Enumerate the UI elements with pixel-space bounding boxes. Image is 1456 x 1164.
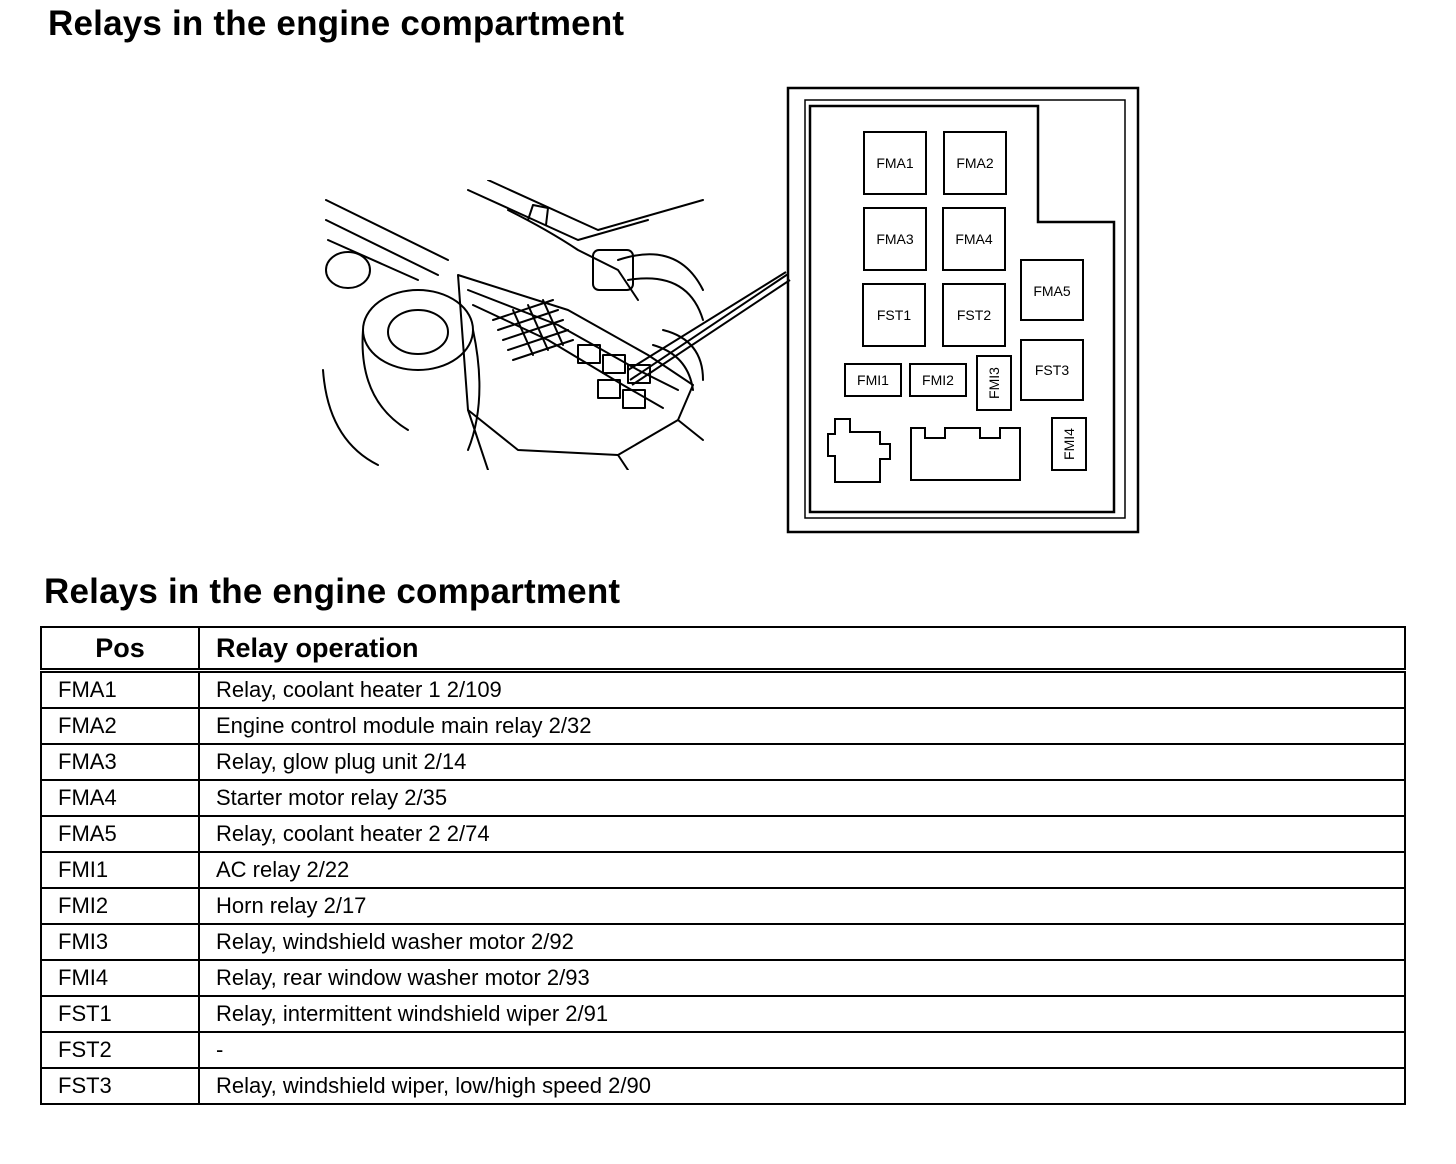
column-header-operation: Relay operation [198,626,1406,673]
slot-label-fma5: FMA5 [1033,283,1071,299]
page-title: Relays in the engine compartment [48,4,625,43]
slot-label-fst1: FST1 [877,307,911,323]
slot-label-fmi4: FMI4 [1061,428,1077,460]
slot-label-fmi2: FMI2 [922,372,954,388]
slot-fst2 [942,283,1006,347]
slot-fmi2 [909,363,967,397]
slot-fmi3 [976,355,1012,411]
slot-fma2 [943,131,1007,195]
slot-fst3 [1020,339,1084,401]
cell-operation: Relay, glow plug unit 2/14 [198,743,1406,781]
slot-fma1 [863,131,927,195]
cell-pos: FMA3 [40,743,200,781]
cell-operation: Starter motor relay 2/35 [198,779,1406,817]
slot-label-fma2: FMA2 [956,155,994,171]
cell-operation: Relay, coolant heater 2 2/74 [198,815,1406,853]
slot-label-fmi1: FMI1 [857,372,889,388]
cell-operation: Relay, windshield washer motor 2/92 [198,923,1406,961]
slot-fma3 [863,207,927,271]
slot-fmi4 [1051,417,1087,471]
table-header-row: Pos Relay operation [40,626,1406,673]
relay-box-diagram: FMA1 FMA2 FMA3 FMA4 FMA5 FST1 FST2 FST3 … [786,86,1140,534]
cell-pos: FMI3 [40,923,200,961]
cell-pos: FMA4 [40,779,200,817]
slot-fst1 [862,283,926,347]
slot-label-fst3: FST3 [1035,362,1069,378]
cell-pos: FST3 [40,1067,200,1105]
cell-operation: Relay, intermittent windshield wiper 2/9… [198,995,1406,1033]
cell-pos: FMI4 [40,959,200,997]
cell-pos: FMI2 [40,887,200,925]
cell-pos: FST1 [40,995,200,1033]
slot-label-fma1: FMA1 [876,155,914,171]
slot-fmi1 [844,363,902,397]
table-row: FST2- [40,1031,1406,1069]
cell-pos: FMA5 [40,815,200,853]
relay-box-outer-frame [786,86,1140,534]
cell-pos: FMA2 [40,707,200,745]
section-title: Relays in the engine compartment [44,572,621,611]
column-header-pos: Pos [40,626,200,673]
slot-label-fma3: FMA3 [876,231,914,247]
cell-pos: FMA1 [40,669,200,709]
cell-operation: Engine control module main relay 2/32 [198,707,1406,745]
slot-label-fst2: FST2 [957,307,991,323]
slot-label-fmi3: FMI3 [986,367,1002,399]
cell-pos: FST2 [40,1031,200,1069]
cell-operation: - [198,1031,1406,1069]
connector-blocks [827,418,1021,483]
cell-operation: Horn relay 2/17 [198,887,1406,925]
slot-fma5 [1020,259,1084,321]
cell-operation: Relay, windshield wiper, low/high speed … [198,1067,1406,1105]
slot-label-fma4: FMA4 [955,231,993,247]
relay-box-inner-outline [808,104,1116,514]
slot-fma4 [942,207,1006,271]
cell-pos: FMI1 [40,851,200,889]
cell-operation: AC relay 2/22 [198,851,1406,889]
engine-compartment-illustration [322,180,704,470]
callout-lines [627,271,791,386]
cell-operation: Relay, coolant heater 1 2/109 [198,669,1406,709]
cell-operation: Relay, rear window washer motor 2/93 [198,959,1406,997]
